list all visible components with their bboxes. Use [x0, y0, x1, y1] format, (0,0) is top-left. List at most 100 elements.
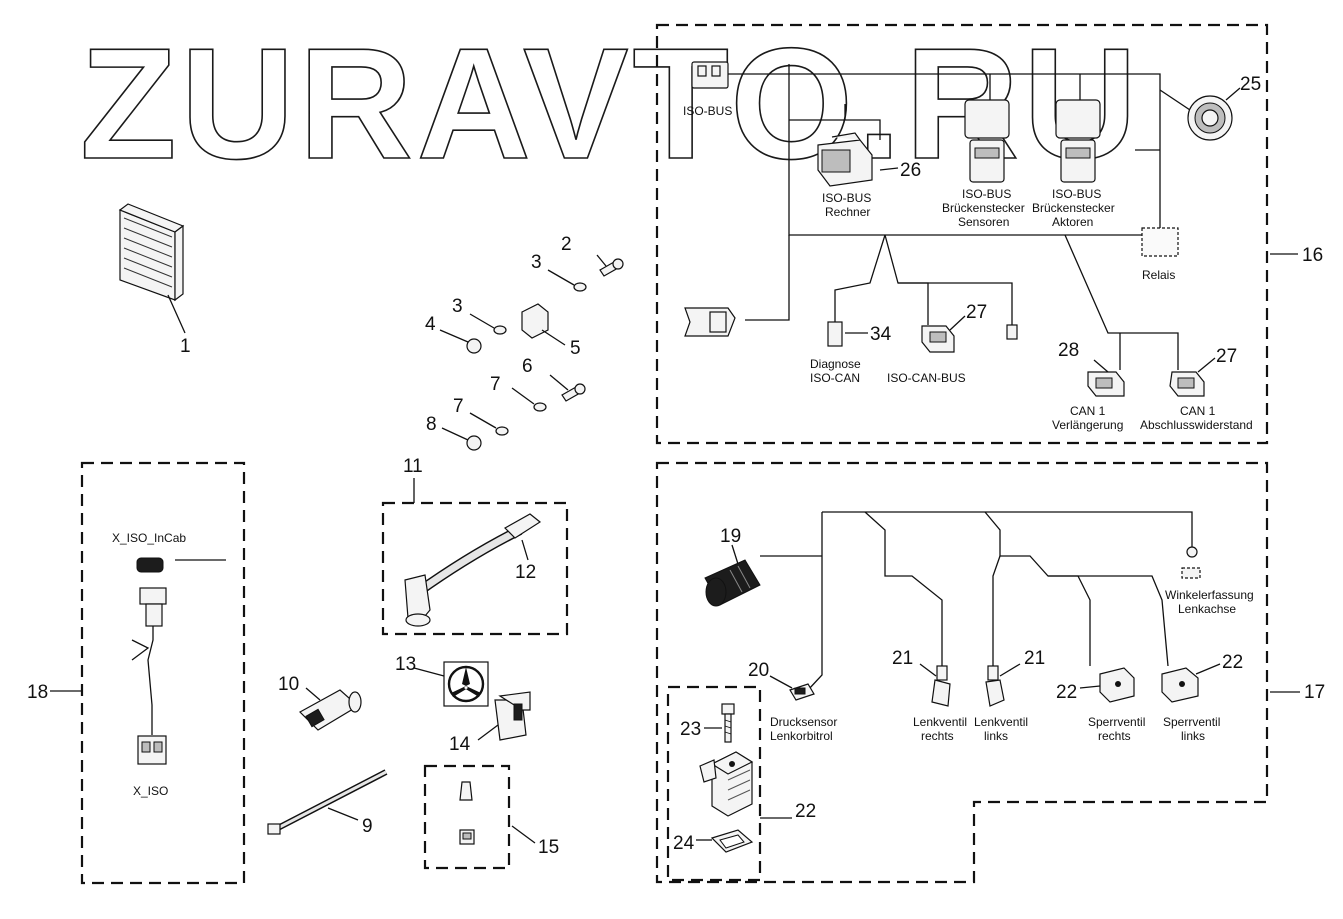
callout-14: 14: [449, 734, 471, 755]
callout-23: 23: [680, 719, 701, 740]
bridge-plug-actuators: [1055, 99, 1101, 183]
callout-12: 12: [515, 562, 536, 583]
callout-22a: 22: [1056, 682, 1077, 703]
washer-7a: [533, 402, 547, 412]
label-iso-can-bus: ISO-CAN-BUS: [887, 371, 966, 385]
callout-21b: 21: [1024, 648, 1045, 669]
label-x-iso-incab: X_ISO_InCab: [112, 531, 186, 545]
part-19-socket: [704, 559, 761, 607]
label-lr-2: rechts: [921, 729, 954, 743]
group-box-18: [80, 461, 246, 885]
callout-9: 9: [362, 816, 373, 837]
callout-34: 34: [870, 324, 892, 345]
label-lr-1: Lenkventil: [913, 715, 967, 729]
part-9-cable-tie: [267, 769, 388, 835]
nut-8: [466, 435, 482, 451]
harness-16: [728, 64, 1191, 370]
nut-4: [466, 338, 482, 354]
callout-13: 13: [395, 654, 416, 675]
part-25-round-socket: [1187, 95, 1233, 141]
label-winkel-1: Winkelerfassung: [1165, 588, 1254, 602]
callout-20: 20: [748, 660, 769, 681]
part-11-cable: [404, 513, 542, 627]
callout-15: 15: [538, 837, 559, 858]
label-ll-2: links: [984, 729, 1008, 743]
callout-28: 28: [1058, 340, 1079, 361]
callout-22b: 22: [1222, 652, 1243, 673]
label-rechner-1: ISO-BUS: [822, 191, 871, 205]
bracket-5: [521, 303, 549, 339]
callout-8: 8: [426, 414, 437, 435]
label-relais: Relais: [1142, 268, 1175, 282]
group-box-17: [655, 461, 1269, 884]
callout-3b: 3: [452, 296, 463, 317]
angle-sensor: [1181, 535, 1201, 579]
part-27-can-termination: [1169, 371, 1205, 397]
part-34-diagnose: [827, 321, 843, 347]
part-10-connector: [299, 689, 362, 731]
label-sens-1: ISO-BUS: [962, 187, 1011, 201]
label-sl-2: links: [1181, 729, 1205, 743]
label-can-term-2: Abschlusswiderstand: [1140, 418, 1253, 432]
label-rechner-2: Rechner: [825, 205, 870, 219]
callout-27b: 27: [1216, 346, 1237, 367]
label-sr-2: rechts: [1098, 729, 1131, 743]
label-x-iso: X_ISO: [133, 784, 168, 798]
callout-2: 2: [561, 234, 572, 255]
callout-11: 11: [403, 456, 423, 477]
callout-5: 5: [570, 338, 581, 359]
callout-25: 25: [1240, 74, 1261, 95]
callout-3a: 3: [531, 252, 542, 273]
screw-2: [599, 258, 624, 277]
callout-24: 24: [673, 833, 695, 854]
iso-bus-plug: [691, 61, 729, 89]
screw-6: [561, 383, 586, 402]
part-27-iso-can-bus: [921, 325, 955, 353]
label-sens-3: Sensoren: [958, 215, 1009, 229]
part-22-solenoid-left: [1161, 667, 1199, 703]
part-23-screw: [721, 703, 735, 743]
callout-1: 1: [180, 336, 191, 357]
label-druck-2: Lenkorbitrol: [770, 729, 833, 743]
label-akt-1: ISO-BUS: [1052, 187, 1101, 201]
callout-26: 26: [900, 160, 921, 181]
part-26-rechner: [817, 132, 873, 187]
label-akt-3: Aktoren: [1052, 215, 1093, 229]
relais: [1141, 227, 1179, 257]
callout-6: 6: [522, 356, 533, 377]
group-box-11: [381, 501, 569, 636]
label-can-ext-1: CAN 1: [1070, 404, 1106, 418]
callout-19: 19: [720, 526, 741, 547]
part-20-pressure-sensor: [789, 683, 815, 701]
washer-3a: [573, 282, 587, 292]
part-13-emblem: [443, 661, 489, 707]
label-akt-2: Brückenstecker: [1032, 201, 1115, 215]
watermark: ZURAVTO.RU: [80, 16, 1141, 192]
callout-16: 16: [1302, 245, 1323, 266]
callout-4: 4: [425, 314, 436, 335]
label-ll-1: Lenkventil: [974, 715, 1028, 729]
washer-3b: [493, 325, 507, 335]
group-box-16: [655, 23, 1269, 445]
bridge-plug-sensors: [964, 99, 1010, 183]
label-diag-1: Diagnose: [810, 357, 861, 371]
part-21-valve-right: [931, 665, 951, 707]
callout-18: 18: [27, 682, 48, 703]
part-28-can-extension: [1087, 371, 1125, 397]
callout-17: 17: [1304, 682, 1325, 703]
harness-16-left-plug: [684, 307, 736, 337]
label-can-ext-2: Verlängerung: [1052, 418, 1123, 432]
label-iso-bus: ISO-BUS: [683, 104, 732, 118]
part-15-fuses: [459, 781, 475, 845]
part-22-solenoid-right: [1099, 667, 1135, 703]
part-14-holder: [494, 691, 531, 741]
callout-10: 10: [278, 674, 299, 695]
group-box-15: [423, 764, 511, 870]
part-22-coil: [699, 751, 754, 817]
harness-17: [760, 511, 1193, 691]
label-sens-2: Brückenstecker: [942, 201, 1025, 215]
label-winkel-2: Lenkachse: [1178, 602, 1236, 616]
group-box-22: [666, 685, 762, 882]
